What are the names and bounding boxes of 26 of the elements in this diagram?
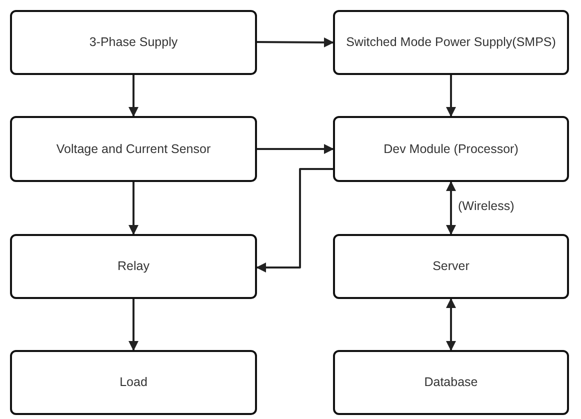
node-label: Database (424, 374, 478, 391)
node-label: Server (432, 258, 470, 275)
node-label: 3-Phase Supply (89, 34, 178, 51)
arrow (446, 298, 456, 351)
arrow (257, 37, 334, 48)
arrow (128, 299, 138, 351)
process-box (333, 116, 569, 182)
process-box (333, 10, 569, 75)
process-box (10, 10, 257, 75)
node-label: Load (120, 374, 148, 391)
node-label: Relay (118, 258, 150, 275)
process-box (333, 350, 569, 415)
arrow (257, 144, 334, 154)
node-label: Switched Mode Power Supply(SMPS) (346, 34, 556, 51)
arrow (128, 182, 138, 235)
process-box (333, 234, 569, 299)
arrow (128, 75, 138, 117)
node-label: Dev Module (Processor) (384, 140, 518, 158)
edge-label: (Wireless) (457, 199, 516, 213)
process-box (10, 350, 257, 415)
process-box (10, 234, 257, 299)
arrow (446, 181, 456, 235)
node-label: Voltage and Current Sensor (56, 140, 211, 158)
process-box (10, 116, 257, 182)
arrow (256, 168, 333, 272)
arrow (446, 75, 456, 117)
